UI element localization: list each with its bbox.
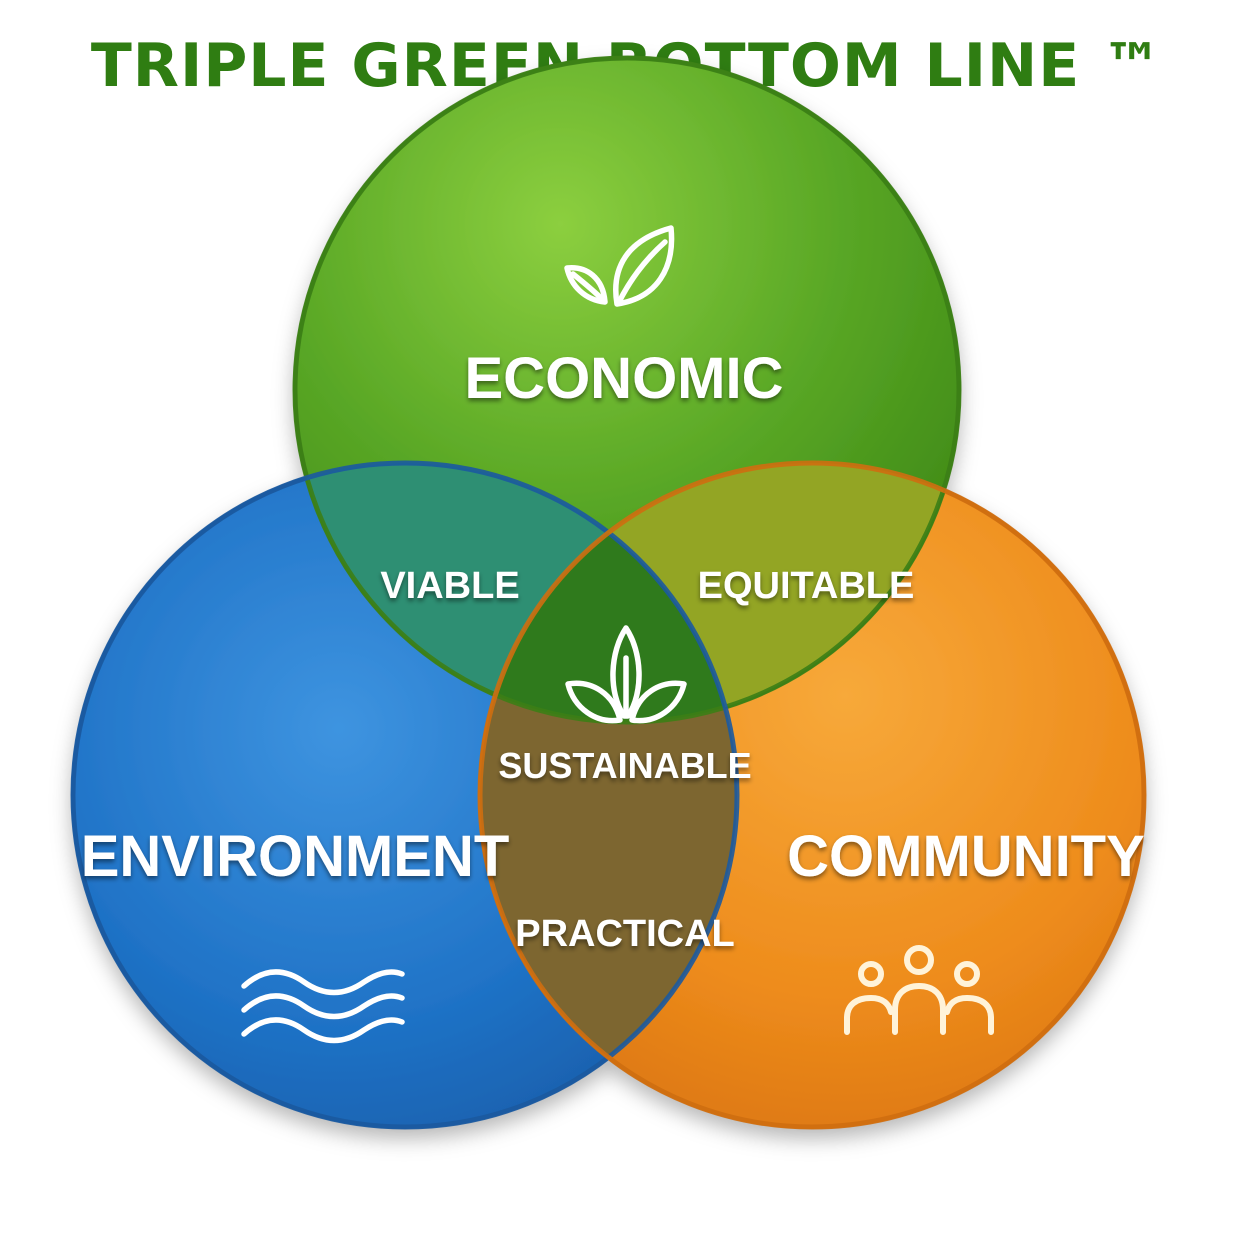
- practical-label: PRACTICAL: [515, 913, 735, 955]
- community-label: COMMUNITY: [787, 824, 1145, 889]
- equitable-label: EQUITABLE: [698, 565, 915, 607]
- waves-icon: [241, 969, 405, 1044]
- viable-label: VIABLE: [380, 565, 519, 607]
- sustainable-label: SUSTAINABLE: [498, 745, 751, 786]
- sprout-icon: [565, 625, 687, 724]
- sustainable-region: [480, 463, 737, 722]
- leaf-icon: [564, 225, 675, 307]
- environment-label: ENVIRONMENT: [81, 824, 510, 889]
- people-icon: [844, 945, 994, 1035]
- economic-label: ECONOMIC: [465, 346, 784, 411]
